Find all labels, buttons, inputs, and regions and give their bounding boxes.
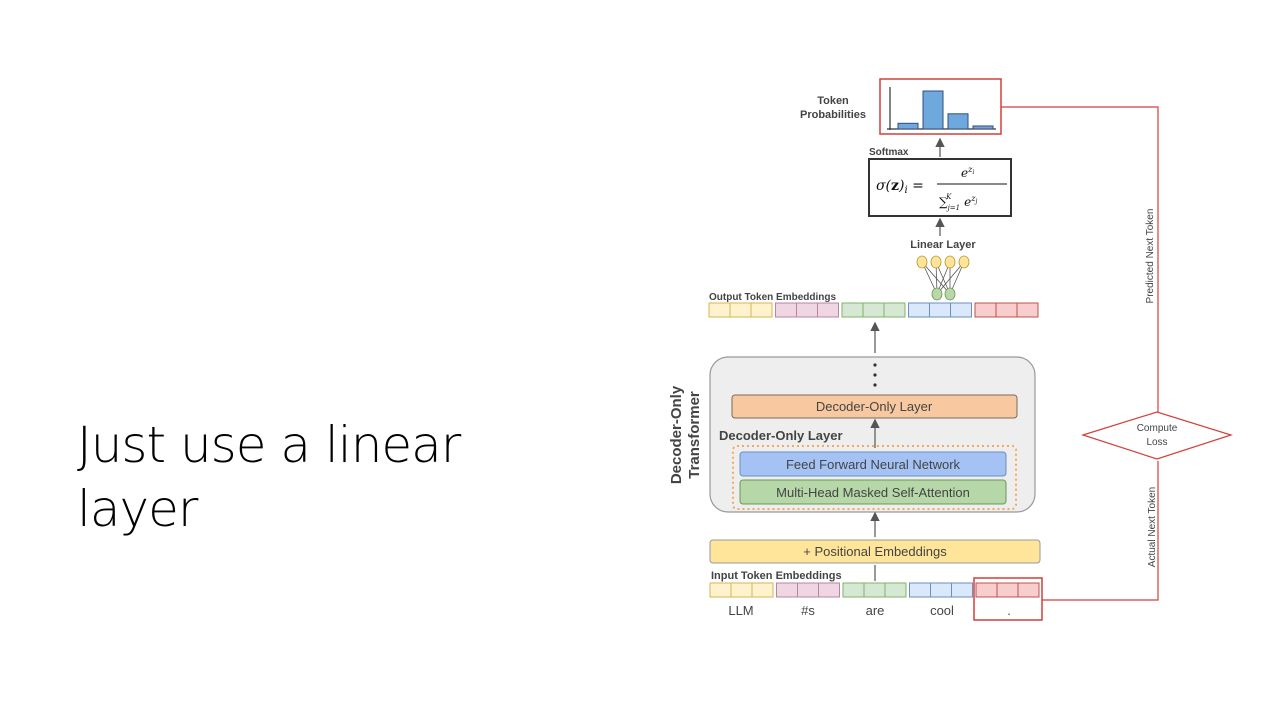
input-embedding-cell [842,582,865,598]
output-embedding-cell [995,302,1018,318]
token-probabilities-label-line2: Probabilities [800,109,866,121]
compute-loss-label-line1: Compute [1137,423,1178,434]
decoder-only-layer-label: Decoder-Only Layer [816,399,933,414]
input-embedding-cell [709,582,732,598]
attention-box [739,479,1007,505]
compute-loss-diamond [1081,411,1233,460]
actual-token-highlight-box [973,577,1043,621]
softmax-label: Softmax [869,147,909,158]
output-token-embeddings-label: Output Token Embeddings [709,292,836,303]
output-embedding-cell [796,302,818,318]
probability-bar [922,90,944,130]
loss-path-lines [1001,106,1159,601]
positional-embeddings-box [709,539,1041,564]
probability-bar [897,122,919,130]
input-embedding-cell [884,582,907,598]
output-embedding-cell [908,302,930,318]
attention-label: Multi-Head Masked Self-Attention [776,485,970,500]
token-probability-histogram [887,87,996,130]
ffnn-box [739,451,1007,477]
input-embedding-cell [797,582,819,598]
compute-loss-label-line2: Loss [1146,437,1167,448]
token-label-period: . [1007,603,1011,618]
transformer-label-line2: Transformer [686,391,703,479]
input-token-embeddings [709,582,1040,598]
ffnn-label: Feed Forward Neural Network [786,457,961,472]
output-embedding-cell [817,302,839,318]
token-label-hash-s: #s [801,603,815,618]
ellipsis-dot [873,373,877,377]
input-embedding-cell [818,582,840,598]
ellipsis-dot [873,363,877,367]
output-embedding-cell [862,302,885,318]
positional-embeddings-label: + Positional Embeddings [803,544,947,559]
output-embedding-cell [708,302,731,318]
output-embedding-cell [1016,302,1039,318]
input-token-embeddings-label: Input Token Embeddings [711,570,842,582]
output-embedding-cell [883,302,906,318]
transformer-label-line1: Decoder-Only [668,385,685,484]
output-embedding-cell [775,302,797,318]
linear-layer-network [916,255,970,301]
slide-title: Just use a linear layer [77,416,461,538]
token-probabilities-label-line1: Token [817,95,849,107]
output-embedding-cell [974,302,997,318]
input-embedding-cell [730,582,753,598]
softmax-formula: σ(z)i = ezi ∑j=1K ezj [876,165,1007,212]
svg-text:σ(z)i =: σ(z)i = [876,178,924,196]
token-label-llm: LLM [728,603,753,618]
inner-decoder-layer-outline [732,445,1017,510]
output-embedding-cell [929,302,951,318]
output-embedding-cell [750,302,773,318]
input-embedding-cell [863,582,886,598]
output-embedding-cell [729,302,752,318]
actual-next-token-label: Actual Next Token [1147,487,1158,567]
input-embedding-cell [776,582,798,598]
output-embedding-cell [841,302,864,318]
output-embedding-cell [950,302,972,318]
input-embedding-cell [909,582,931,598]
predicted-next-token-label: Predicted Next Token [1145,209,1156,304]
input-embedding-cell [930,582,952,598]
input-embedding-cell [1017,582,1040,598]
output-token-embeddings [708,302,1039,318]
transformer-side-label: Decoder-Only Transformer [668,385,703,484]
input-embedding-cell [751,582,774,598]
input-embedding-cell [951,582,973,598]
input-embedding-cell [996,582,1019,598]
inner-decoder-layer-label: Decoder-Only Layer [719,428,843,443]
linear-layer-label: Linear Layer [910,239,976,251]
probability-bar [972,125,994,130]
token-label-are: are [866,603,885,618]
decoder-only-layer-box [731,394,1018,419]
ellipsis-dot [873,383,877,387]
token-label-cool: cool [930,603,954,618]
softmax-formula-box [868,158,1012,217]
input-embedding-cell [975,582,998,598]
probability-bar [947,113,969,130]
